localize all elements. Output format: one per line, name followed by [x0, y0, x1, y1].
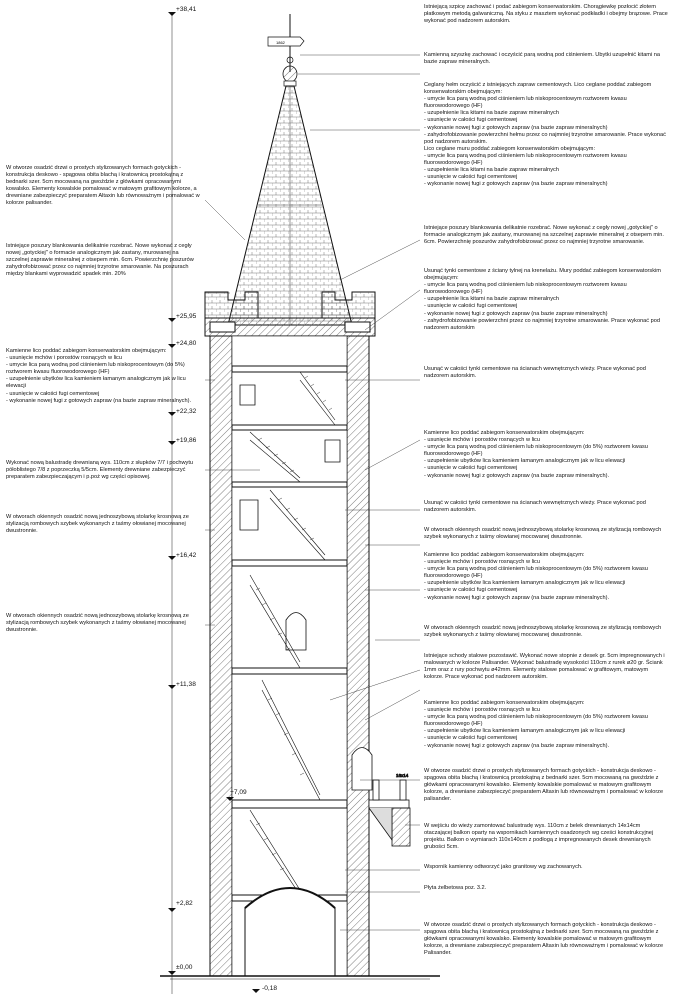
note-windows: W otworach okiennych osadzić nową jednos… [424, 527, 662, 541]
note-balcony: W wejściu do wieży zamontować balustradę… [424, 823, 654, 851]
level-label: +16,42 [176, 552, 197, 559]
weather-vane: 1862 [267, 14, 305, 72]
note-stone-face: Kamienne lico poddać zabiegom konserwato… [424, 430, 648, 479]
note-windows-2: W otworach okiennych osadzić nową jednos… [424, 625, 662, 639]
level-label: +7,09 [230, 789, 247, 796]
stone-finial [282, 65, 298, 87]
note-left-windows-2: W otworach okiennych osadzić nową jednos… [6, 613, 189, 634]
level-label-ground: ±0,00 [176, 964, 193, 971]
note-slab: Płyta żelbetowa poz. 3.2. [424, 885, 487, 891]
level-label: +24,80 [176, 340, 197, 347]
note-door: W otworze osadzić drzwi o prostych styli… [424, 768, 664, 803]
brick-spire [227, 85, 353, 326]
tower-walls [209, 335, 370, 977]
timber-balcony: 16x14 [368, 773, 411, 847]
level-label-battlement: +25,95 [176, 313, 197, 320]
note-stone-face-2: Kamienne lico poddać zabiegom konserwato… [424, 552, 648, 601]
level-label-bottom: -0,18 [262, 985, 278, 992]
crenellation [204, 291, 376, 337]
note-left-balustrade: Wykonać nową balustradę drewnianą wys. 1… [6, 460, 194, 481]
level-label: +11,38 [176, 681, 196, 688]
note-crenellation: Usunąć tynki cementowe z ściany tylnej n… [424, 268, 661, 331]
note-stairs: Istniejące schody stalowe pozostawić. Wy… [424, 653, 665, 681]
note-parapet: Istniejące poszury blankowania delikatni… [424, 225, 664, 246]
note-stone-face-3: Kamienne lico poddać zabiegom konserwato… [424, 700, 648, 749]
vane-label: 1862 [276, 40, 286, 45]
level-datum-lines [170, 12, 430, 994]
note-left-stone-face: Kamienne lico poddać zabiegom konserwato… [6, 348, 191, 404]
note-interior-plaster-2: Usunąć w całości tynki cementowe na ścia… [424, 500, 646, 514]
note-finial: Kamienną szyszkę zachować i oczyścić par… [424, 52, 660, 66]
level-label: +2,82 [176, 900, 193, 907]
note-left-parapet: Istniejące poszury blankowania delikatni… [6, 243, 194, 278]
note-bracket: Wspornik kamienny odtworzyć jako granito… [424, 864, 583, 870]
level-label: +19,86 [176, 437, 197, 444]
window-openings [239, 384, 373, 791]
level-label-top: +38,41 [176, 6, 197, 13]
note-spire: Istniejącą szpicę zachować i podać zabie… [424, 4, 668, 25]
leader-lines [204, 54, 421, 931]
note-interior-plaster: Usunąć w całości tynki cementowe na ścia… [424, 366, 646, 380]
note-entrance-door: W otworze osadzić drzwi o prostych styli… [424, 922, 664, 957]
entrance-arch [244, 887, 336, 977]
note-left-windows: W otworach okiennych osadzić nową jednos… [6, 514, 189, 535]
level-label: +22,32 [176, 408, 197, 415]
level-markers [168, 12, 260, 993]
detail-label: 16x14 [396, 773, 409, 778]
note-brick-helm: Ceglany hełm oczyścić z istniejących zap… [424, 82, 666, 188]
note-left-door: W otworze osadzić drzwi o prostych styli… [6, 165, 200, 207]
